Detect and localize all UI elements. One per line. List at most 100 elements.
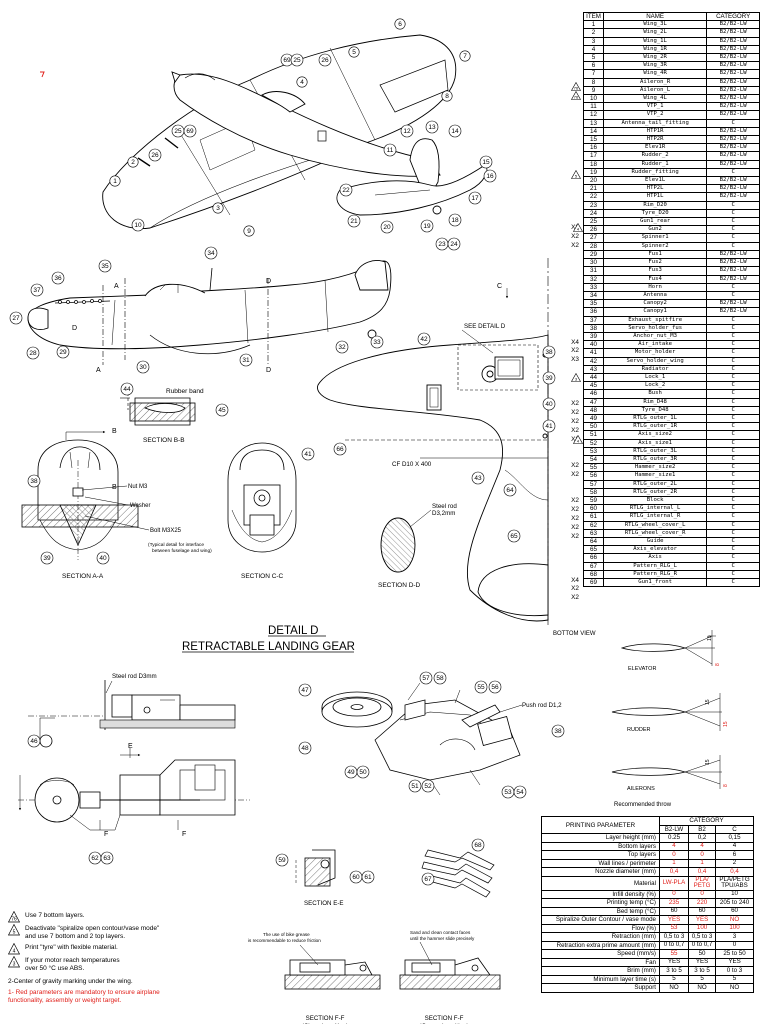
part-name: Axis <box>602 553 708 563</box>
param-value: 0 to 0,7 <box>658 940 690 950</box>
item-balloon <box>215 403 229 417</box>
part-category: C <box>706 536 760 547</box>
qty-marker: X3 <box>571 356 579 364</box>
section-aa-drawing <box>21 439 139 560</box>
svg-text:A: A <box>114 283 119 290</box>
item-number: 64 <box>583 536 604 547</box>
param-name: Minimum layer time (s) <box>541 974 660 984</box>
part-name: Wing_4R <box>602 69 708 79</box>
part-name: Fus3 <box>602 266 708 276</box>
part-name: Bush <box>602 389 708 399</box>
param-value: 4 <box>658 841 690 851</box>
item-balloon-number: 66 <box>336 446 344 453</box>
item-balloon-number: 36 <box>54 275 62 282</box>
section-cc-label: SECTION C-C <box>241 573 284 580</box>
item-number: 34 <box>583 290 604 301</box>
item-balloon-number: 32 <box>338 344 346 351</box>
item-balloon-number: 14 <box>451 128 459 135</box>
item-number: 2 <box>583 28 604 38</box>
bolt-label: Bolt M3X25 <box>150 528 182 534</box>
param-value: 0,4 <box>658 867 690 877</box>
svg-text:4: 4 <box>577 227 580 232</box>
item-balloon <box>474 680 488 694</box>
item-balloon <box>383 143 397 157</box>
item-number: 18 <box>583 159 604 169</box>
item-balloon-number: 69 <box>283 57 291 64</box>
side-view-letters: A A D D D C B B <box>72 278 502 491</box>
item-balloon-number: 16 <box>486 173 494 180</box>
item-number: 19 <box>583 167 604 178</box>
param-value: 3 <box>715 932 754 942</box>
item-balloon-number: 49 <box>347 769 355 776</box>
part-category: B2/B2-LW <box>706 61 760 71</box>
item-balloon-number: 55 <box>477 684 485 691</box>
part-name: Axis_size2 <box>602 430 708 440</box>
item-number: 66 <box>583 553 604 563</box>
part-name: Air_intake <box>602 340 708 350</box>
item-number: 63 <box>583 528 604 539</box>
notes-legend: 76 Use 7 bottom layers. 5 Deactivate "sp… <box>8 911 213 1008</box>
part-name: Exhaust_spitfire <box>602 315 708 325</box>
part-category: C <box>706 446 760 456</box>
part-name: Guide <box>602 536 708 547</box>
part-name: Spinner1 <box>602 233 708 243</box>
param-value: LW-PLA <box>658 875 690 891</box>
print-param-row: Retraction extra prime amount (mm)0 to 0… <box>541 940 754 950</box>
item-balloon <box>507 529 521 543</box>
item-balloon-number: 48 <box>301 745 309 752</box>
side-view-aircraft <box>27 260 392 365</box>
item-balloon-number: 43 <box>474 475 482 482</box>
part-name: RTLG_wheel_cover_R <box>602 528 708 539</box>
item-balloon <box>27 734 41 748</box>
section-bb-label: SECTION B-B <box>143 437 185 444</box>
part-name: RTLG_outer_1R <box>602 422 708 432</box>
part-name: Gun2 <box>602 225 708 235</box>
part-category: C <box>706 323 760 333</box>
item-number: 51 <box>583 430 604 440</box>
param-value: YES <box>688 915 717 925</box>
item-balloon-number: 42 <box>420 336 428 343</box>
part-name: Tyre_D48 <box>602 405 708 415</box>
param-value: 100 <box>688 923 717 933</box>
item-balloon-number: 9 <box>247 228 251 235</box>
svg-text:E: E <box>128 743 133 750</box>
red-tick-mark <box>40 71 45 78</box>
item-balloon <box>542 397 556 411</box>
item-balloon <box>503 483 517 497</box>
item-balloon <box>26 346 40 360</box>
param-value: 1 <box>688 858 717 868</box>
part-category: B2/B2-LW <box>706 102 760 112</box>
elevator-label: ELEVATOR <box>628 666 656 672</box>
qty-marker: X2 <box>571 470 579 478</box>
item-balloon <box>448 124 462 138</box>
part-category: C <box>706 422 760 432</box>
push-rod-label: Push rod D1,2 <box>522 702 562 709</box>
part-category: C <box>706 463 760 473</box>
item-balloon-number: 29 <box>59 349 67 356</box>
part-name: Rim_D48 <box>602 397 708 407</box>
item-balloon-number: 40 <box>545 401 553 408</box>
param-value: YES <box>715 957 754 967</box>
part-name: Aileron_L <box>602 85 708 96</box>
part-name: Elev1L <box>602 176 708 186</box>
part-name: Motor_holder <box>602 348 708 358</box>
item-balloon-number: 8 <box>445 93 449 100</box>
